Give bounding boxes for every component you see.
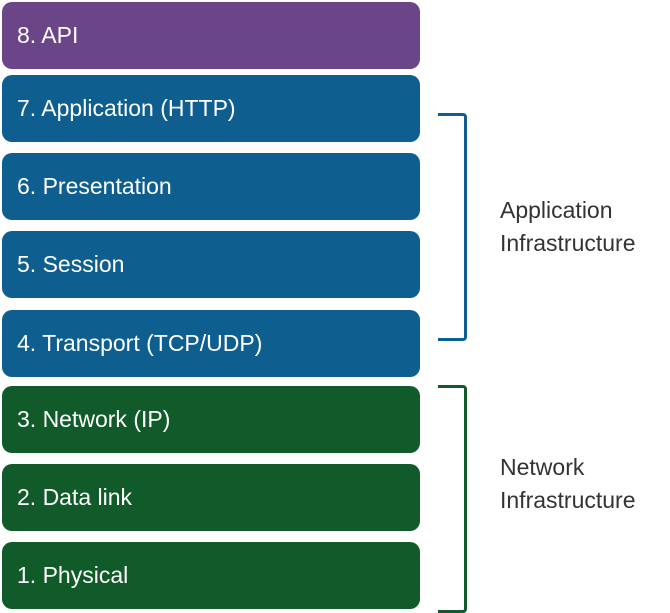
layer-7-application: 7. Application (HTTP) [2, 75, 420, 142]
layer-label: 1. Physical [17, 561, 129, 588]
layer-2-data-link: 2. Data link [2, 464, 420, 531]
layer-label: 5. Session [17, 250, 125, 277]
layer-6-presentation: 6. Presentation [2, 153, 420, 220]
layer-8-api: 8. API [2, 2, 420, 69]
group-label-line: Application [500, 197, 613, 223]
layer-label: 2. Data link [17, 483, 133, 510]
layer-label: 6. Presentation [17, 172, 172, 199]
layer-1-physical: 1. Physical [2, 542, 420, 609]
group-label-line: Infrastructure [500, 230, 636, 256]
layer-3-network: 3. Network (IP) [2, 386, 420, 453]
layer-5-session: 5. Session [2, 231, 420, 298]
network-bracket [438, 385, 467, 613]
application-bracket [438, 113, 467, 341]
layer-label: 4. Transport (TCP/UDP) [17, 329, 263, 356]
network-infrastructure-label: Network Infrastructure [500, 451, 636, 517]
layer-label: 7. Application (HTTP) [17, 94, 236, 121]
layer-label: 8. API [17, 21, 79, 48]
application-infrastructure-label: Application Infrastructure [500, 194, 636, 260]
layer-label: 3. Network (IP) [17, 405, 171, 432]
layer-4-transport: 4. Transport (TCP/UDP) [2, 310, 420, 377]
group-label-line: Network [500, 454, 585, 480]
group-label-line: Infrastructure [500, 487, 636, 513]
